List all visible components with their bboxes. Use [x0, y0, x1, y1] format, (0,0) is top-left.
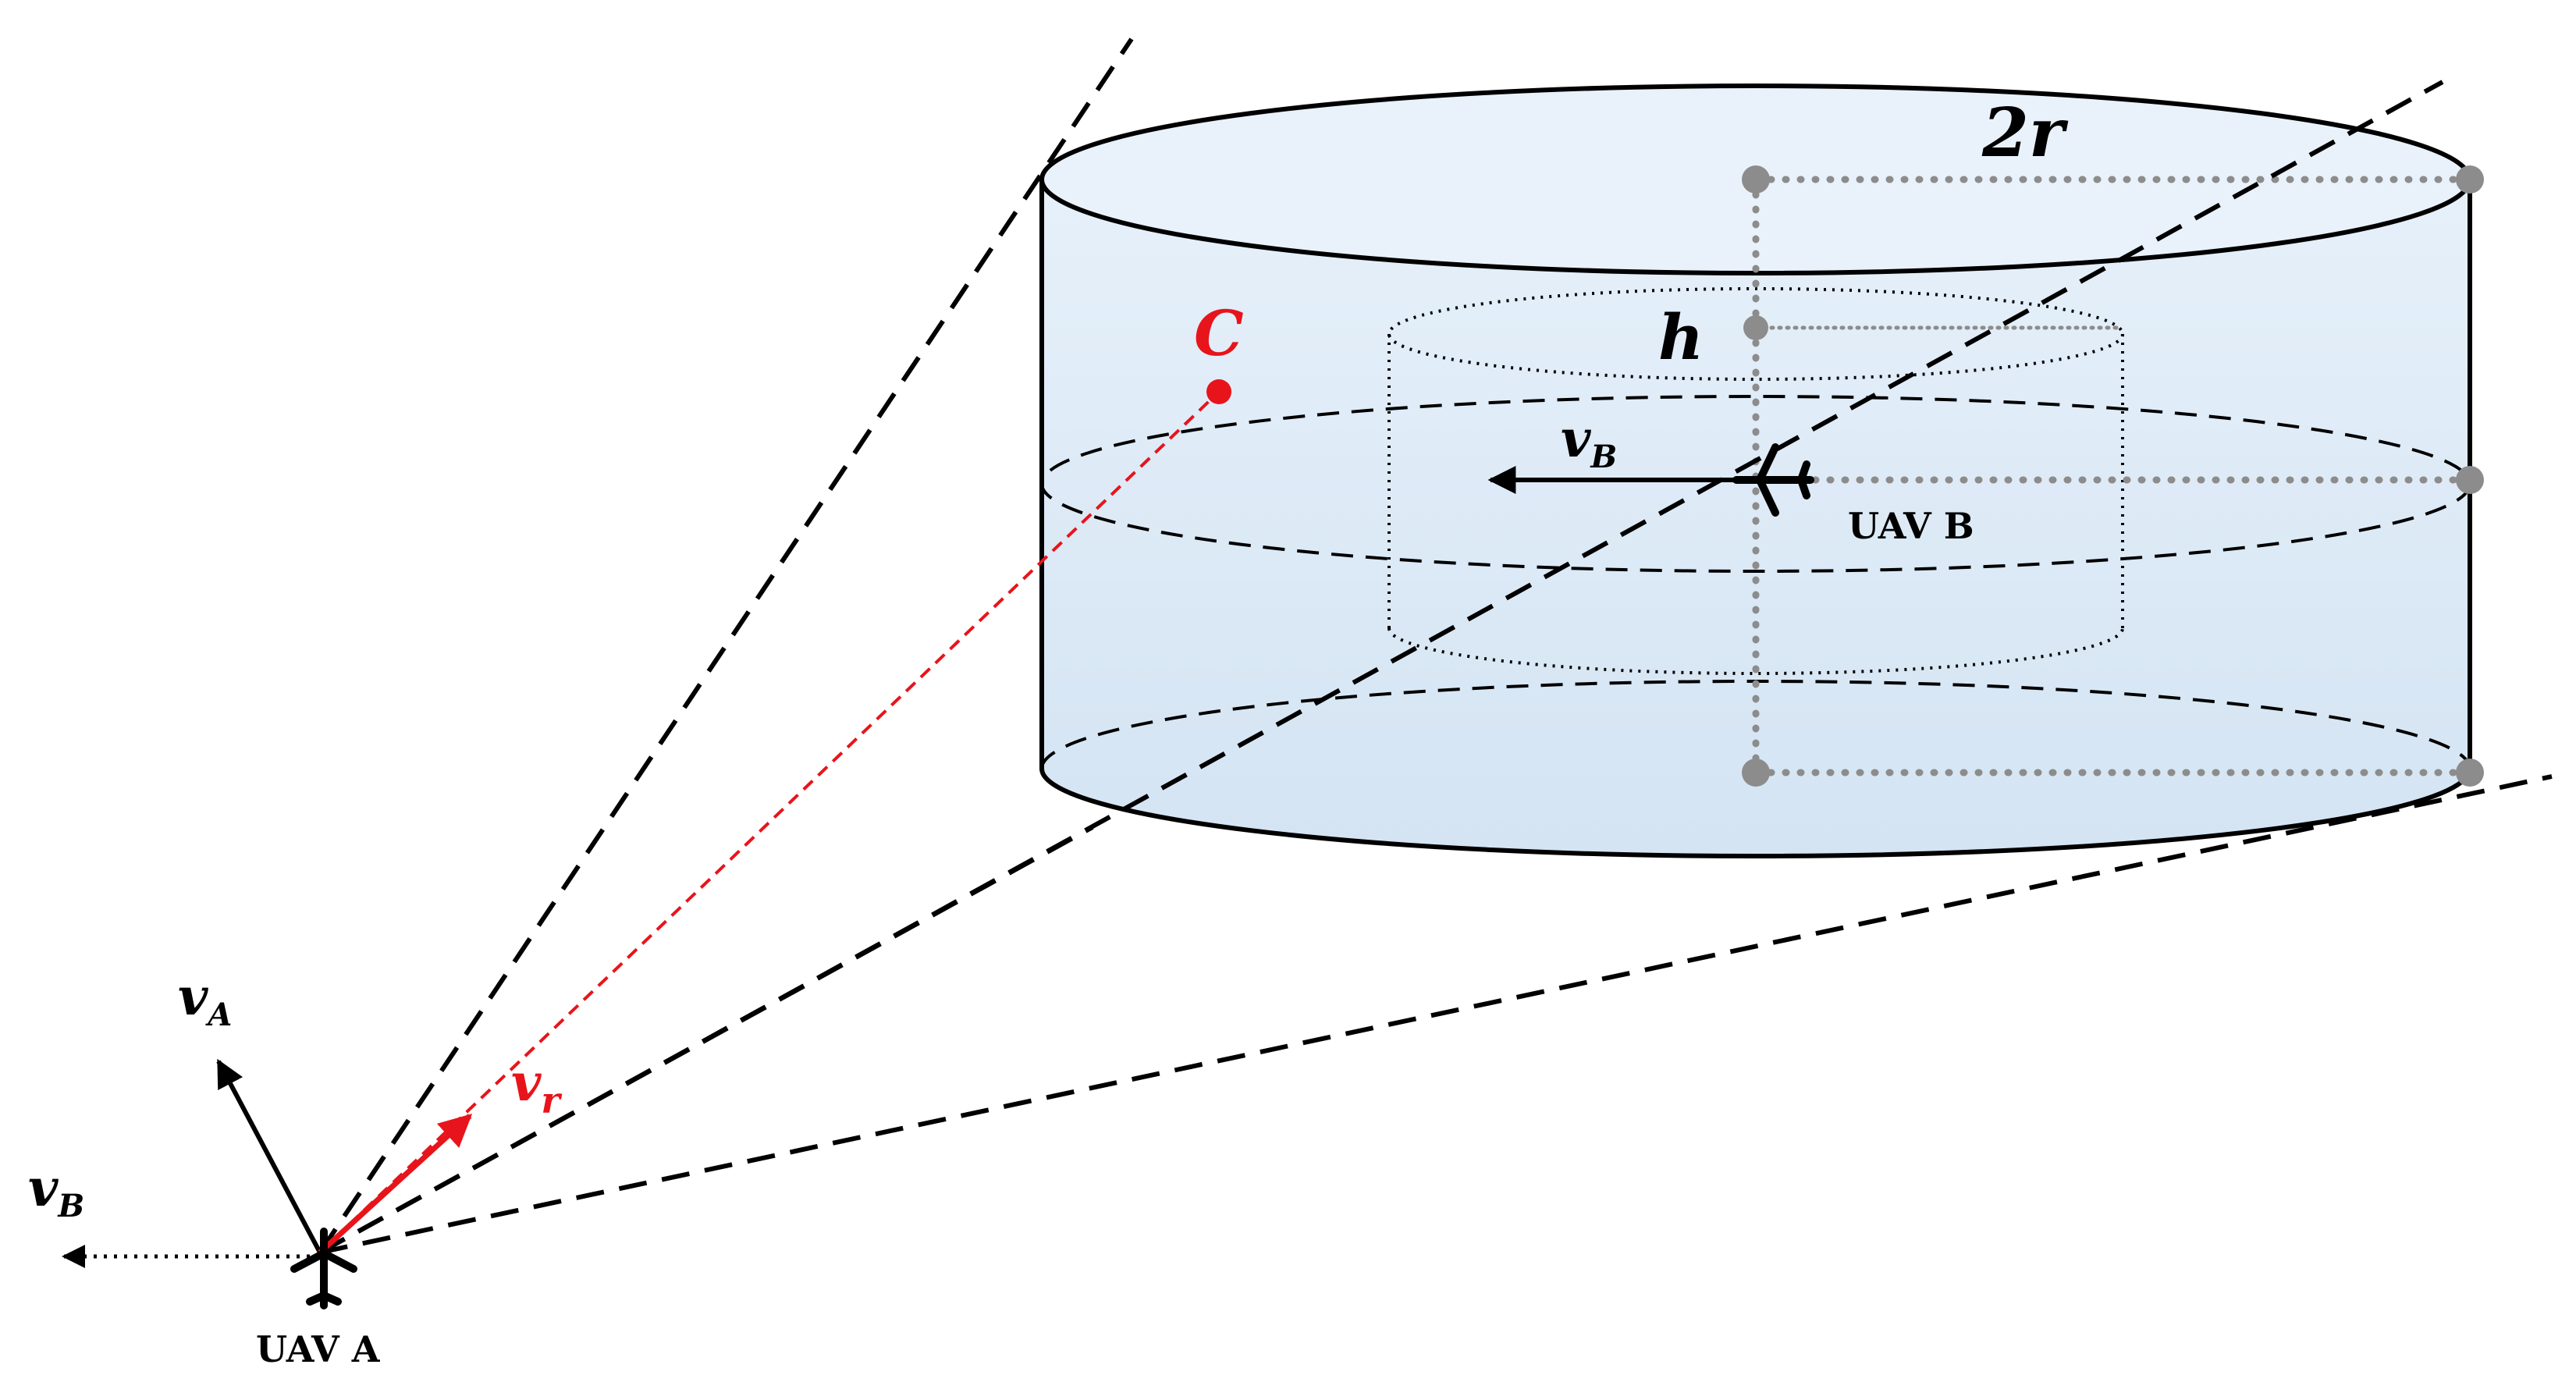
- airplane-icon: [1732, 443, 1814, 517]
- point-c-dot: [1206, 379, 1231, 404]
- cone-line-lower: [319, 774, 2553, 1255]
- v-b-label-near-uav-b: vB: [1561, 408, 1617, 475]
- cone-line-inner-lower: [318, 825, 1094, 1255]
- v-r-label: vr: [511, 1052, 563, 1121]
- inner-cylinder-bottom: [1387, 627, 2124, 675]
- inner-cylinder: [1387, 287, 2124, 675]
- marker-dot: [2456, 165, 2484, 194]
- marker-dot: [1742, 165, 1770, 194]
- marker-dot: [1743, 315, 1768, 340]
- marker-dot: [1742, 759, 1770, 787]
- marker-dot: [2456, 466, 2484, 494]
- uav-a-vectors: [62, 1058, 473, 1268]
- point-c-label: C: [1194, 297, 1244, 370]
- collision-cone-lines: [318, 37, 2553, 1255]
- uav-b-label: UAV B: [1848, 505, 1974, 547]
- marker-dot: [2456, 759, 2484, 787]
- v-b-label-near-uav-a: vB: [28, 1157, 84, 1224]
- v-r-arrow: [318, 1114, 473, 1255]
- uav-a-label: UAV A: [256, 1328, 381, 1370]
- airplane-icon: [290, 1228, 357, 1309]
- height-label: h: [1658, 300, 1704, 374]
- v-a-label: vA: [178, 966, 232, 1033]
- v-a-arrow: [216, 1058, 322, 1254]
- cone-line-upper: [318, 37, 1134, 1254]
- relative-line-to-c: [318, 390, 1220, 1254]
- diameter-label: 2r: [1981, 94, 2069, 172]
